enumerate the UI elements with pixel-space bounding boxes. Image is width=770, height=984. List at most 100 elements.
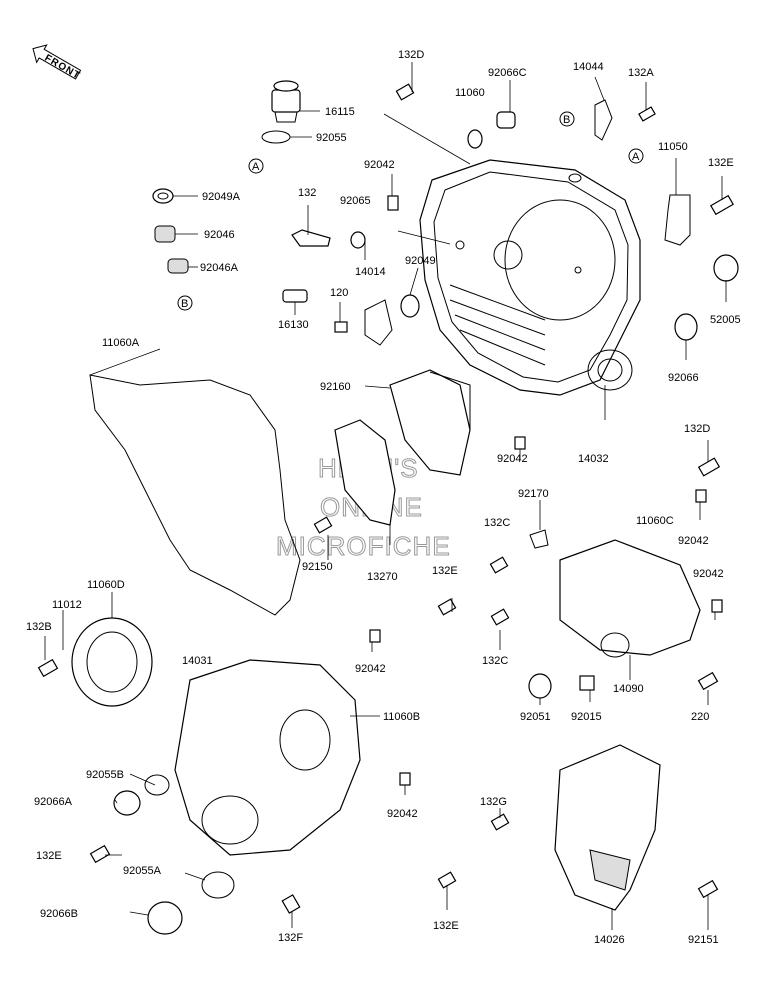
label-13270: 13270 [367, 571, 398, 583]
label-132C-a: 132C [484, 517, 510, 529]
label-11050: 11050 [658, 141, 688, 153]
bracket-14014 [364, 299, 393, 346]
leader-lines [44, 62, 727, 930]
pin-92042-e [711, 599, 723, 613]
clip-14044 [594, 99, 613, 141]
label-52005: 52005 [710, 314, 741, 326]
gasket-11060A [89, 374, 301, 616]
pin-92042-b [514, 436, 526, 450]
label-92042-f: 92042 [387, 808, 418, 820]
plug-16115 [271, 80, 301, 123]
label-92160: 92160 [320, 381, 351, 393]
seal-92066C [496, 111, 516, 129]
label-11060: 11060 [455, 87, 485, 99]
seal-92066 [674, 313, 698, 341]
label-92015: 92015 [571, 711, 602, 723]
label-132D-right: 132D [684, 423, 710, 435]
label-11060D: 11060D [87, 579, 125, 591]
bolt-132C-b [490, 608, 510, 626]
label-14044: 14044 [573, 61, 604, 73]
pin-92042-a [387, 195, 399, 211]
label-132: 132 [298, 187, 316, 199]
label-92042-d: 92042 [355, 663, 386, 675]
front-arrow-icon: FRONT [32, 44, 82, 82]
label-132A: 132A [628, 67, 654, 79]
pin-92042-f [399, 772, 411, 786]
fitting-16130 [282, 289, 308, 303]
label-92066A: 92066A [34, 796, 73, 808]
label-92066C: 92066C [488, 67, 527, 79]
callout-a-right [628, 148, 644, 164]
bolt-132C-a [489, 556, 509, 574]
plate-13270 [334, 419, 396, 526]
bolt-132E-bl [89, 844, 111, 864]
callout-b-left [177, 295, 193, 311]
clip-92170 [529, 529, 549, 549]
o-ring-92055A [201, 871, 235, 899]
label-92049A: 92049A [202, 191, 241, 203]
nut-92015 [579, 675, 595, 691]
label-132E-tr: 132E [708, 157, 734, 169]
bolt-120 [334, 321, 348, 333]
label-132C-b: 132C [482, 655, 508, 667]
label-132F: 132F [278, 932, 303, 944]
watermark-line-3: MICROFICHE [276, 531, 451, 561]
cover-11060D [71, 617, 153, 707]
o-ring-92055 [261, 130, 291, 144]
label-11012: 11012 [52, 599, 82, 611]
label-92042-e: 92042 [693, 568, 724, 580]
bolt-132G [490, 813, 510, 831]
label-16115: 16115 [325, 106, 355, 118]
label-92042-b: 92042 [497, 453, 528, 465]
label-11060A: 11060A [102, 337, 140, 349]
label-92046A: 92046A [200, 262, 239, 274]
label-132E-b: 132E [433, 920, 459, 932]
bolt-132E-m [437, 598, 457, 616]
label-220: 220 [691, 711, 709, 723]
callout-b-right [559, 111, 575, 127]
label-11060B: 11060B [383, 711, 420, 723]
bolt-132D-right [697, 457, 721, 477]
magneto-cover-14031 [174, 659, 361, 856]
plug-92066A [113, 790, 141, 816]
label-132D-top: 132D [398, 49, 424, 61]
cover-14026 [554, 744, 661, 911]
label-14090: 14090 [613, 683, 644, 695]
bearing-group-left [152, 188, 189, 274]
bolt-132A [638, 106, 656, 122]
label-92055: 92055 [316, 132, 347, 144]
label-92170: 92170 [518, 488, 549, 500]
bolt-220 [697, 671, 719, 691]
clutch-cover-14032 [419, 159, 641, 396]
label-92065: 92065 [340, 195, 371, 207]
label-14031: 14031 [182, 655, 213, 667]
callout-b-left-label: B [181, 298, 188, 310]
label-92042-c: 92042 [678, 535, 709, 547]
pin-92042-c [695, 489, 707, 503]
label-11060C: 11060C [636, 515, 674, 527]
label-92042-a: 92042 [364, 159, 395, 171]
label-92055B: 92055B [86, 769, 124, 781]
plug-92066B [147, 901, 183, 935]
label-92049: 92049 [405, 255, 436, 267]
bolt-132E-b [437, 871, 457, 889]
bolt-132B [37, 658, 59, 678]
callout-a-left [248, 158, 264, 174]
seal-11060 [467, 129, 483, 149]
cover-14090 [559, 539, 701, 658]
bolt-92150 [313, 516, 333, 534]
label-16130: 16130 [278, 319, 309, 331]
callout-a-left-label: A [252, 161, 260, 173]
bolt-132F [281, 894, 301, 914]
bolt-92151 [697, 879, 719, 899]
bolt-132 [291, 229, 331, 247]
label-92051: 92051 [520, 711, 551, 723]
label-92066: 92066 [668, 372, 699, 384]
label-92151: 92151 [688, 934, 719, 946]
bracket-11050 [664, 194, 691, 246]
o-ring-92055B [144, 774, 170, 796]
label-92046: 92046 [204, 229, 235, 241]
part-labels: 132D 16115 92066C 14044 132A 11060 92055… [26, 49, 741, 946]
